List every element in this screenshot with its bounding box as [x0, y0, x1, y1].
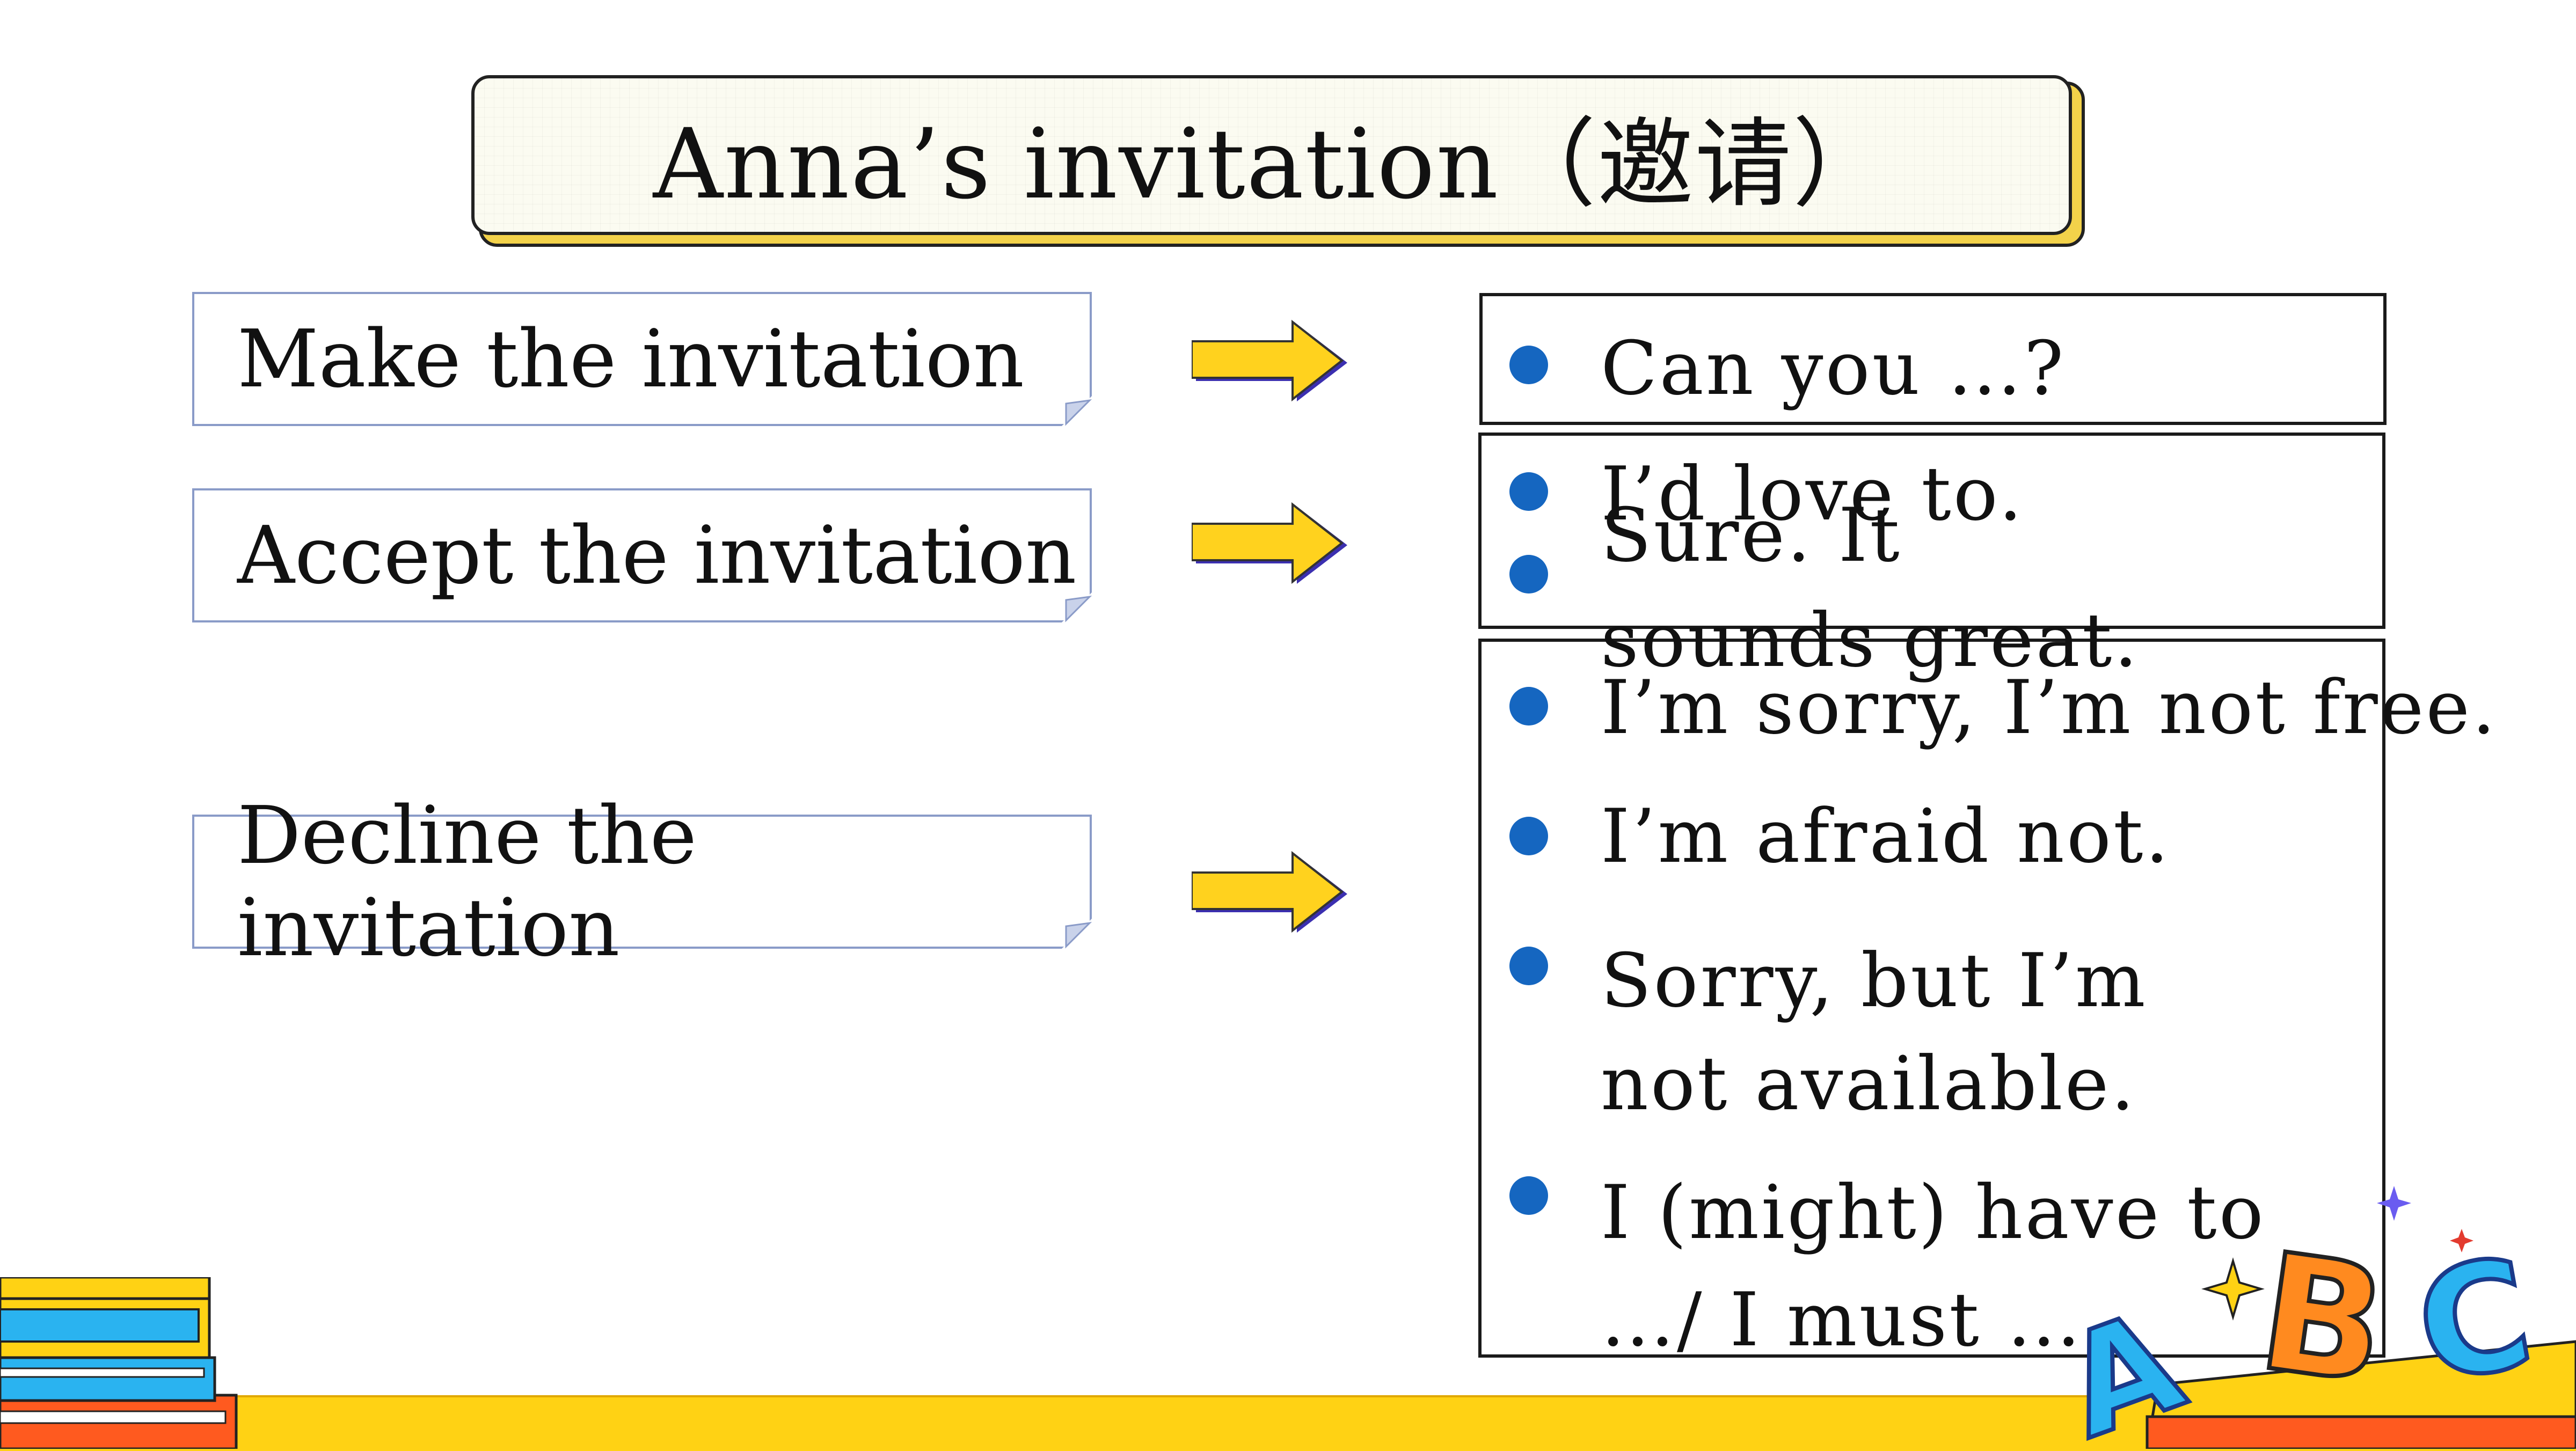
phrase-afraid-not: I’m afraid not.	[1601, 793, 2171, 880]
decline-invitation-label: Decline the invitation	[237, 789, 697, 974]
page-title-text: Anna’s invitation（邀请）	[653, 108, 1891, 221]
bullet-icon	[1509, 687, 1548, 726]
books-illustration	[0, 1277, 238, 1449]
bullet-icon	[1509, 947, 1548, 985]
sparkle-icon	[2377, 1186, 2411, 1221]
phrase-can-you: Can you …?	[1601, 325, 2066, 412]
phrase-not-available: Sorry, but I’m not available.	[1601, 937, 2148, 1127]
bullet-icon	[1509, 472, 1548, 511]
letter-b: B	[2249, 1218, 2397, 1420]
phrase-love-to: I’d love to.	[1601, 451, 2025, 537]
accept-phrases-box	[1478, 433, 2385, 629]
bullet-icon	[1509, 555, 1548, 593]
page-title: Anna’s invitation（邀请）	[471, 75, 2072, 235]
sparkle-icon	[2450, 1229, 2473, 1252]
arrow-right-icon	[1192, 320, 1347, 402]
decline-phrases-box	[1478, 639, 2385, 1358]
phrase-sounds-great: Sure. It sounds great.	[1601, 492, 2140, 684]
page-curl-icon	[1062, 919, 1092, 949]
bullet-icon	[1509, 1176, 1548, 1215]
decline-invitation-card: Decline the invitation	[192, 789, 1092, 974]
accept-invitation-label: Accept the invitation	[237, 509, 1077, 602]
sparkle-icon	[2201, 1257, 2265, 1321]
arrow-right-icon	[1192, 502, 1347, 584]
accept-invitation-card: Accept the invitation	[192, 488, 1092, 622]
bullet-icon	[1509, 817, 1548, 855]
phrase-have-to: I (might) have to …/ I must …	[1601, 1169, 2266, 1363]
letter-a: A	[2061, 1280, 2202, 1449]
bullet-icon	[1509, 346, 1548, 384]
arrow-right-icon	[1192, 851, 1347, 933]
page-curl-icon	[1062, 592, 1092, 622]
abc-letters-illustration: A B C	[2061, 1186, 2576, 1449]
page-curl-icon	[1062, 396, 1092, 426]
make-invitation-card: Make the invitation	[192, 292, 1092, 426]
phrase-not-free: I’m sorry, I’m not free.	[1601, 664, 2498, 751]
make-phrases-box	[1479, 293, 2387, 425]
make-invitation-label: Make the invitation	[237, 313, 1025, 405]
